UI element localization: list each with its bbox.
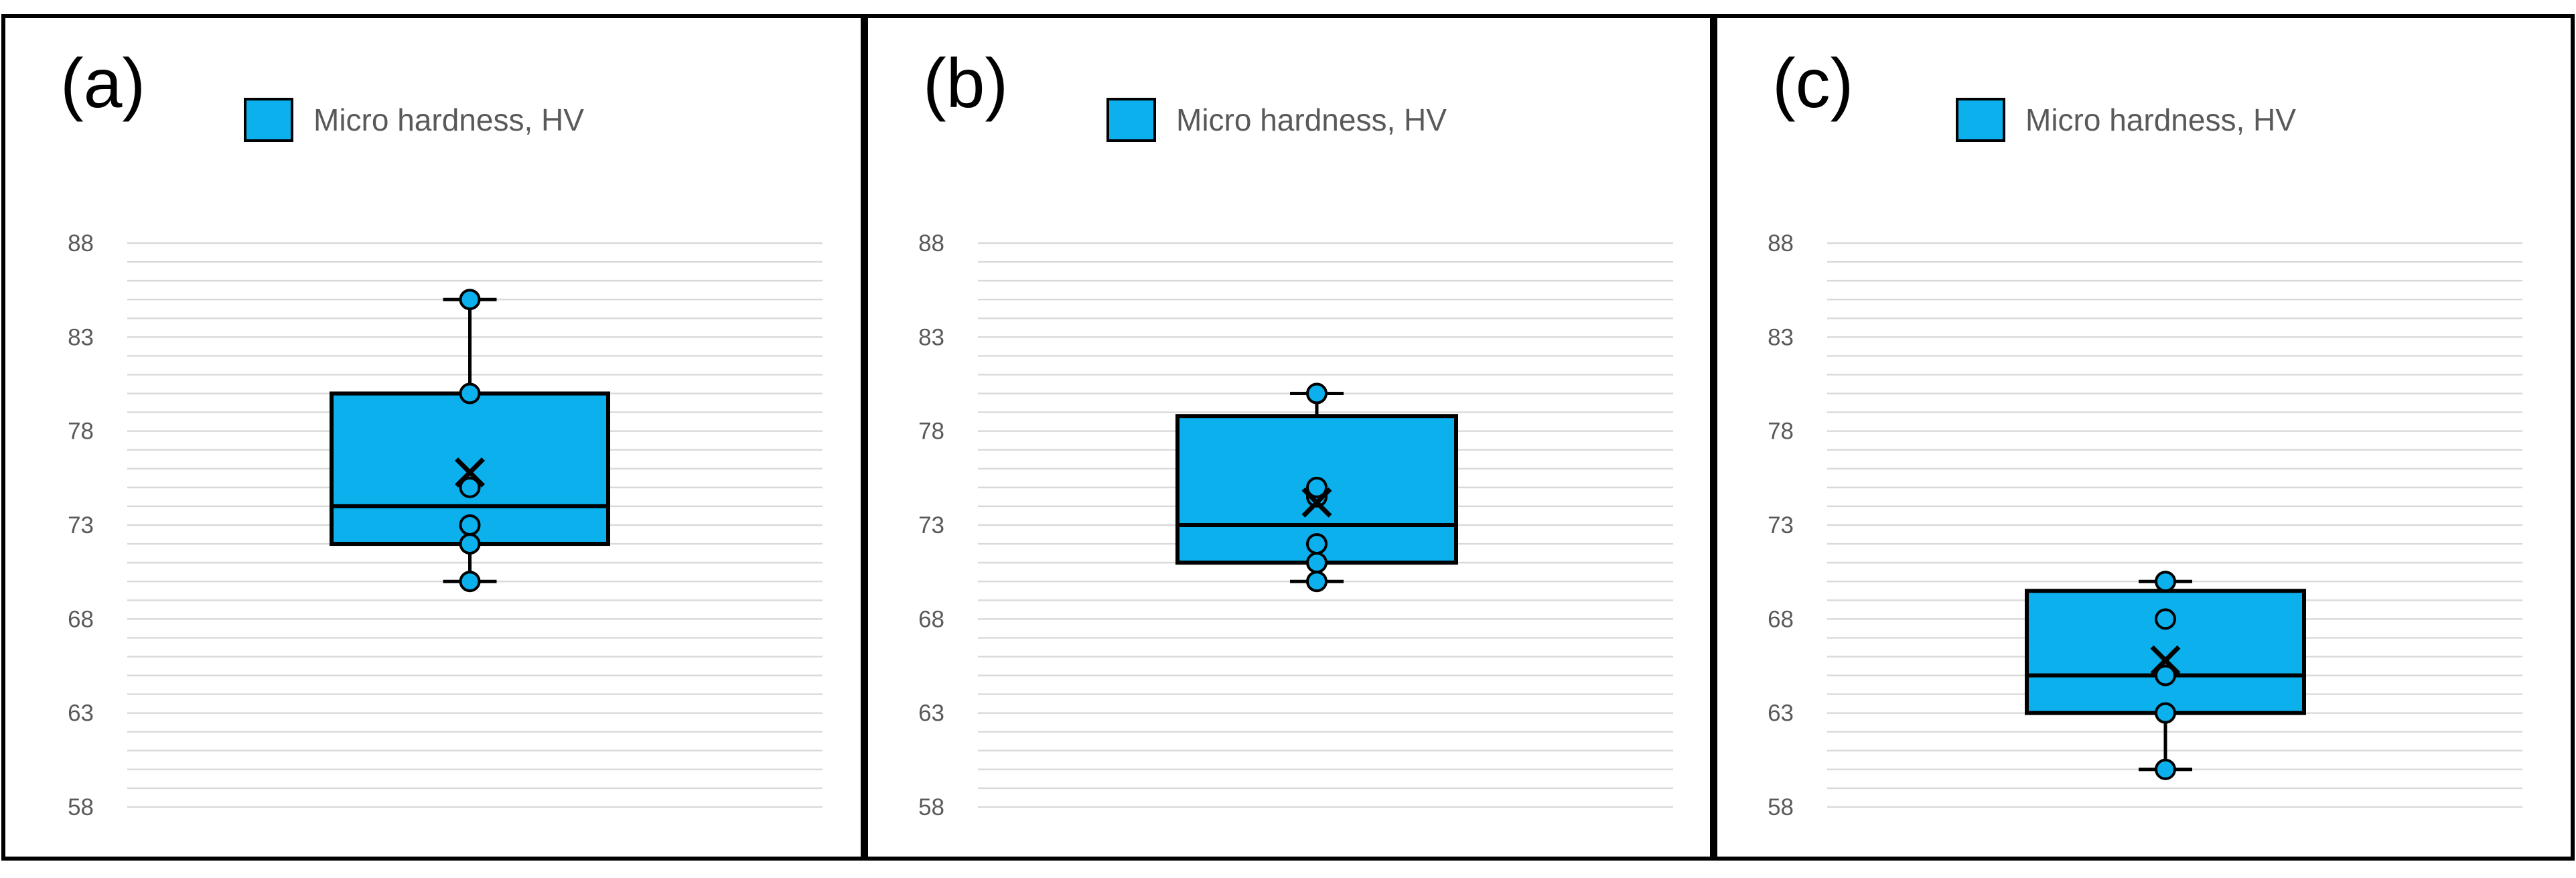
data-point [459, 289, 481, 311]
y-tick-label: 83 [1768, 324, 1794, 350]
data-point [1306, 476, 1328, 498]
mean-marker [455, 457, 485, 488]
data-point [459, 533, 481, 555]
mean-marker [1301, 487, 1332, 518]
data-point [459, 514, 481, 536]
panel-label: (b) [923, 45, 1008, 123]
y-tick-label: 68 [918, 606, 944, 632]
chart-panel-2: 88 83 78 73 68 63 58 (b) Micro hardness, HV [864, 14, 1714, 861]
legend-label: Micro hardness, HV [313, 102, 584, 137]
chart-panel-1: 88 83 78 73 68 63 58 (a) Micro hardness, HV [1, 14, 865, 861]
panel-label: (c) [1772, 45, 1853, 123]
panel-border [864, 14, 1714, 861]
y-tick-label: 58 [68, 794, 94, 820]
legend-swatch [1956, 98, 2005, 142]
data-point [1306, 571, 1328, 593]
data-point [459, 382, 481, 405]
chart-panel-3: 88 83 78 73 68 63 58 (c) Micro hardness, HV [1713, 14, 2575, 861]
y-tick-label: 73 [68, 512, 94, 538]
panel-label: (a) [60, 45, 145, 123]
mean-marker-stroke [1301, 487, 1332, 518]
data-point [459, 476, 481, 498]
y-tick-label: 78 [1768, 419, 1794, 445]
y-tick-label: 63 [918, 701, 944, 727]
y-tick-label: 78 [68, 419, 94, 445]
panel-border [1713, 14, 2575, 861]
data-point [2155, 702, 2176, 724]
y-tick-label: 63 [68, 701, 94, 727]
y-tick-label: 83 [68, 324, 94, 350]
mean-marker-stroke [2150, 645, 2181, 676]
panel-border [1, 14, 865, 861]
data-point [1306, 552, 1328, 574]
y-tick-label: 63 [1768, 701, 1794, 727]
legend-label: Micro hardness, HV [2025, 102, 2296, 137]
legend-label: Micro hardness, HV [1176, 102, 1447, 137]
data-point [2155, 758, 2176, 780]
data-point [1306, 382, 1328, 405]
y-tick-label: 58 [918, 794, 944, 820]
mean-marker-stroke [455, 457, 485, 488]
y-tick-label: 78 [918, 419, 944, 445]
y-tick-label: 73 [918, 512, 944, 538]
legend-swatch [1106, 98, 1156, 142]
y-tick-label: 68 [1768, 606, 1794, 632]
y-tick-label: 88 [68, 230, 94, 257]
data-point [2155, 664, 2176, 686]
data-point [459, 571, 481, 593]
y-tick-label: 73 [1768, 512, 1794, 538]
data-point [2155, 608, 2176, 630]
y-tick-label: 58 [1768, 794, 1794, 820]
y-tick-label: 88 [918, 230, 944, 257]
y-tick-label: 83 [918, 324, 944, 350]
mean-marker [2150, 645, 2181, 676]
legend-swatch [244, 98, 293, 142]
y-tick-label: 68 [68, 606, 94, 632]
data-point [2155, 571, 2176, 593]
data-point [1306, 533, 1328, 555]
y-tick-label: 88 [1768, 230, 1794, 257]
